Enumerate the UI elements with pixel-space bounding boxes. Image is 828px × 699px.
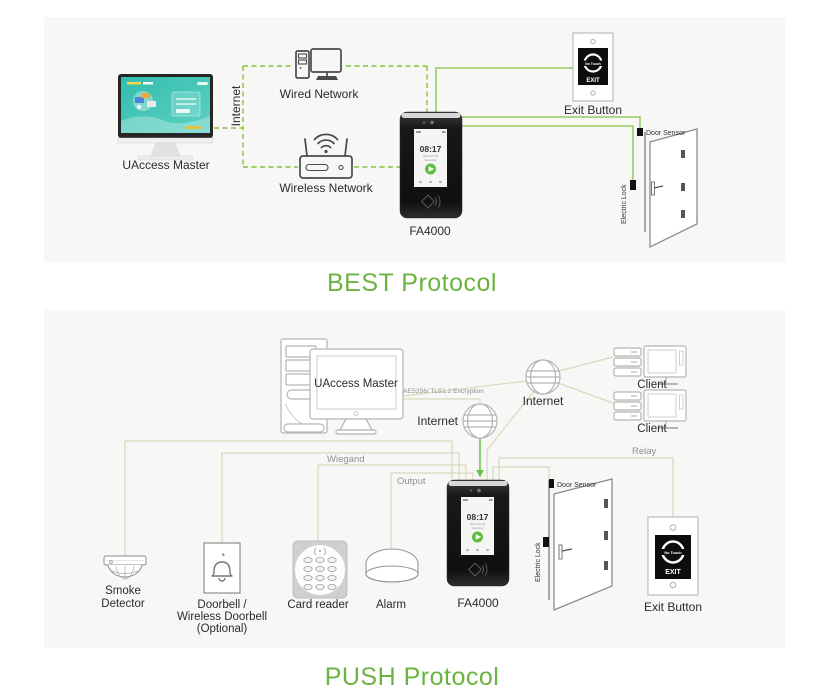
exit-button-bottom: No Touch EXIT (647, 516, 699, 596)
exit-text-top: EXIT (586, 78, 600, 84)
internet-vertical-label: Internet (229, 85, 243, 126)
exit-button-top: No Touch EXIT (572, 32, 614, 102)
doorbell-label-2: Wireless Doorbell (177, 611, 267, 623)
alarm-icon (365, 548, 419, 583)
internet-to-fa4000-arrow (476, 438, 484, 478)
wireless-network-label: Wireless Network (279, 181, 373, 195)
electric-lock-label-best: Electric Lock (621, 184, 628, 224)
alarm-label: Alarm (376, 599, 406, 611)
internet-wan-label: Internet (523, 394, 564, 408)
client-bottom-label: Client (637, 423, 667, 435)
wired-network-icon (295, 48, 342, 80)
door-top (630, 128, 698, 249)
push-protocol-title: PUSH Protocol (325, 663, 500, 691)
doorbell-label-1: Doorbell / (197, 599, 247, 611)
doorbell-label-3: (Optional) (197, 623, 248, 635)
best-protocol-title: BEST Protocol (327, 269, 497, 297)
door-handle-icon (651, 181, 655, 196)
card-reader-icon (292, 540, 348, 599)
exit-button-label-push: Exit Button (644, 600, 702, 614)
electric-lock-block-bottom (543, 537, 549, 547)
encryption-label: AES256/ TLS1.2 Encryption (403, 388, 484, 395)
card-reader-label: Card reader (287, 599, 349, 611)
exit-button-label-best: Exit Button (564, 103, 622, 117)
internet-lan-label: Internet (417, 414, 458, 428)
relay-label: Relay (632, 446, 657, 457)
best-green-wires (435, 67, 641, 180)
smoke-detector-label-1: Smoke (105, 585, 141, 597)
door-sensor-label-push: Door Sensor (557, 482, 597, 489)
fa4000-label-best: FA4000 (409, 224, 451, 238)
door-handle-icon (558, 544, 563, 560)
fa4000-label-push: FA4000 (457, 596, 499, 610)
push-wires (124, 356, 674, 556)
client-top-label: Client (637, 379, 667, 391)
door-bottom (543, 478, 613, 611)
door-sensor-label-best: Door Sensor (646, 130, 686, 137)
exit-text-bottom: EXIT (665, 569, 681, 576)
smoke-detector-icon (103, 555, 147, 580)
no-touch-text-top: No Touch (585, 62, 600, 66)
best-dashed-wires (214, 65, 428, 168)
doorbell-icon (203, 542, 241, 594)
uaccess-master-label: UAccess Master (122, 158, 209, 172)
door-sensor-block-top (637, 128, 643, 136)
smoke-detector-label-2: Detector (101, 598, 145, 610)
output-label: Output (397, 476, 426, 487)
wiegand-label: Wiegand (327, 454, 365, 465)
door-sensor-block-bottom (549, 479, 554, 488)
no-touch-text-bottom: No Touch (664, 551, 682, 555)
uaccess-master-screen-label: UAccess Master (314, 378, 398, 390)
wireless-network-icon (299, 133, 353, 179)
uaccess-master-computer (117, 74, 214, 161)
wired-network-label: Wired Network (280, 87, 360, 101)
electric-lock-label-push: Electric Lock (535, 542, 542, 582)
electric-lock-block-top (630, 180, 636, 190)
uaccess-master-server: UAccess Master (280, 338, 404, 435)
